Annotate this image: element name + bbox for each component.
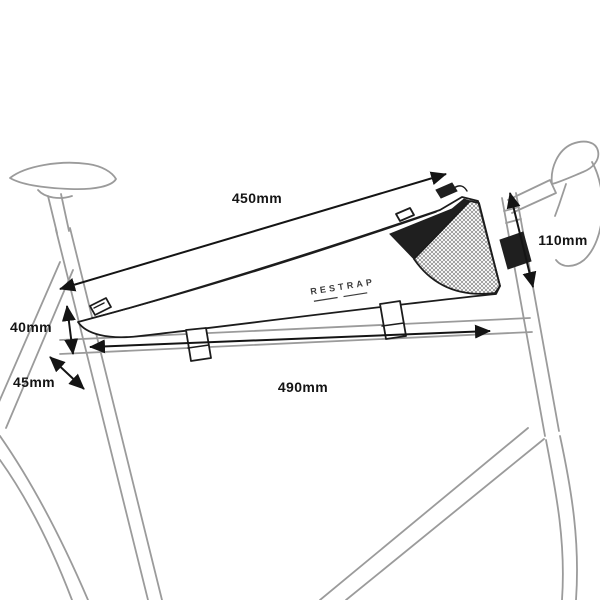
- bag-rear-tab: [89, 297, 112, 316]
- dimension-line-110mm: [506, 192, 537, 288]
- saddle-rail: [37, 189, 73, 199]
- top-tube-bag: RESTRAP: [77, 182, 532, 362]
- saddle: [9, 161, 117, 191]
- dimension-rear-height: 40mm: [10, 305, 79, 355]
- dimension-base-length: 490mm: [89, 324, 491, 395]
- dimension-line-45mm: [49, 356, 85, 390]
- dimension-top-length: 450mm: [59, 171, 447, 292]
- bag-rear-tab-stitch: [93, 302, 105, 309]
- dimension-head-tube-height: 110mm: [506, 192, 587, 288]
- seatpost: [47, 193, 70, 234]
- dimension-line-490mm: [89, 324, 491, 354]
- bag-strap-front: [379, 300, 407, 340]
- dimension-label-45mm: 45mm: [13, 374, 55, 390]
- dimension-label-450mm: 450mm: [232, 190, 282, 206]
- head-tube: [501, 192, 560, 437]
- zipper-cord: [453, 185, 468, 192]
- dimension-rear-width: 45mm: [13, 356, 85, 390]
- brand-logo-underline: [313, 292, 368, 302]
- rear-wheel: [0, 435, 89, 600]
- dimension-line-450mm: [59, 171, 447, 292]
- dimension-label-490mm: 490mm: [278, 379, 328, 395]
- dimension-line-40mm: [61, 305, 79, 355]
- brake-lever: [554, 183, 567, 217]
- dimension-label-40mm: 40mm: [10, 319, 52, 335]
- fork: [545, 435, 578, 600]
- dimension-annotations: 450mm 110mm 40mm 45mm 490mm: [10, 171, 587, 395]
- dimension-label-110mm: 110mm: [538, 232, 587, 248]
- down-tube: [319, 427, 545, 600]
- handlebar-hood: [550, 140, 600, 185]
- handlebar-drop: [555, 161, 600, 267]
- bag-strap-rear: [185, 327, 212, 362]
- seat-stay: [0, 261, 74, 429]
- zipper-pull: [435, 182, 458, 199]
- bicycle-drawing: [0, 140, 600, 600]
- seat-tube: [55, 227, 163, 600]
